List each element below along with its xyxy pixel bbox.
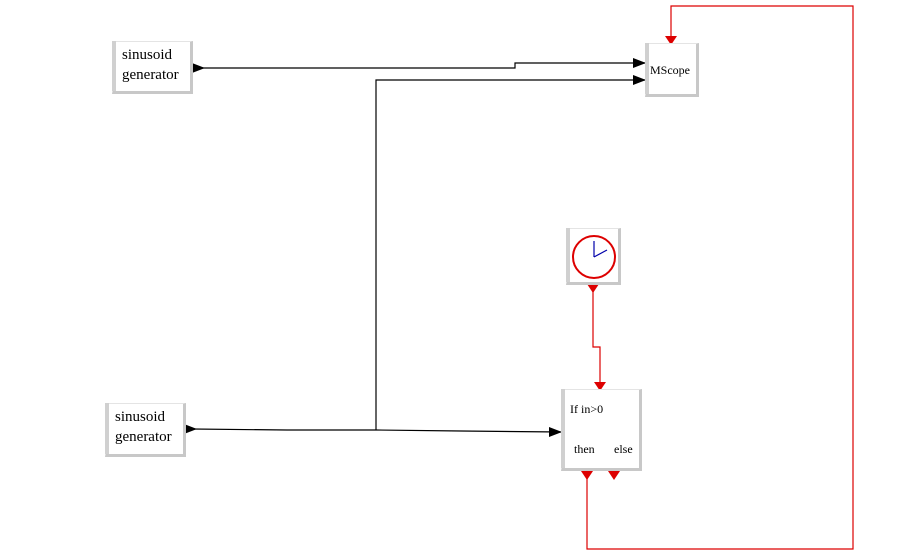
- block-label: MScope: [650, 63, 690, 77]
- block-shadow: [105, 403, 109, 454]
- else-port-label: else: [614, 442, 633, 456]
- block-label-line1: sinusoid: [122, 47, 173, 63]
- sinusoid-generator-block-2[interactable]: sinusoid generator: [105, 403, 186, 457]
- block-label: sinusoid generator: [122, 45, 179, 85]
- block-label: sinusoid generator: [115, 407, 172, 447]
- block-shadow: [566, 228, 570, 282]
- block-shadow: [561, 389, 565, 468]
- block-label-line2: generator: [115, 429, 172, 445]
- link-then-to-scope[interactable]: [586, 5, 854, 550]
- then-port-label: then: [574, 442, 595, 456]
- link-gen1-to-scope[interactable]: [200, 62, 645, 69]
- clock-block[interactable]: [566, 228, 621, 285]
- block-shadow: [112, 41, 116, 91]
- ifthen-event-input-port[interactable]: [594, 382, 606, 391]
- gen2-output-port[interactable]: [184, 424, 197, 434]
- link-gen2-to-ifthen[interactable]: [191, 428, 562, 433]
- if-then-else-block[interactable]: If in>0 then else: [561, 389, 642, 471]
- sinusoid-generator-block-1[interactable]: sinusoid generator: [112, 41, 193, 94]
- mscope-block[interactable]: MScope: [645, 43, 699, 97]
- ifthen-else-output-port[interactable]: [608, 471, 620, 480]
- ifthen-then-output-port[interactable]: [581, 471, 593, 480]
- block-label-line2: generator: [122, 67, 179, 83]
- clock-event-output-port[interactable]: [587, 284, 599, 293]
- block-label-line1: sinusoid: [115, 409, 166, 425]
- ifthen-input-arrow: [549, 427, 562, 437]
- scope-event-input-port[interactable]: [665, 36, 677, 45]
- link-clock-to-ifthen[interactable]: [592, 287, 601, 384]
- scope-input-arrow-1: [633, 58, 646, 68]
- scope-input-arrow-2: [633, 75, 646, 85]
- block-shadow: [645, 43, 649, 94]
- gen1-output-port[interactable]: [192, 63, 205, 73]
- condition-label: If in>0: [570, 402, 604, 416]
- clock-icon: [572, 235, 616, 279]
- link-gen2-to-scope[interactable]: [375, 79, 645, 430]
